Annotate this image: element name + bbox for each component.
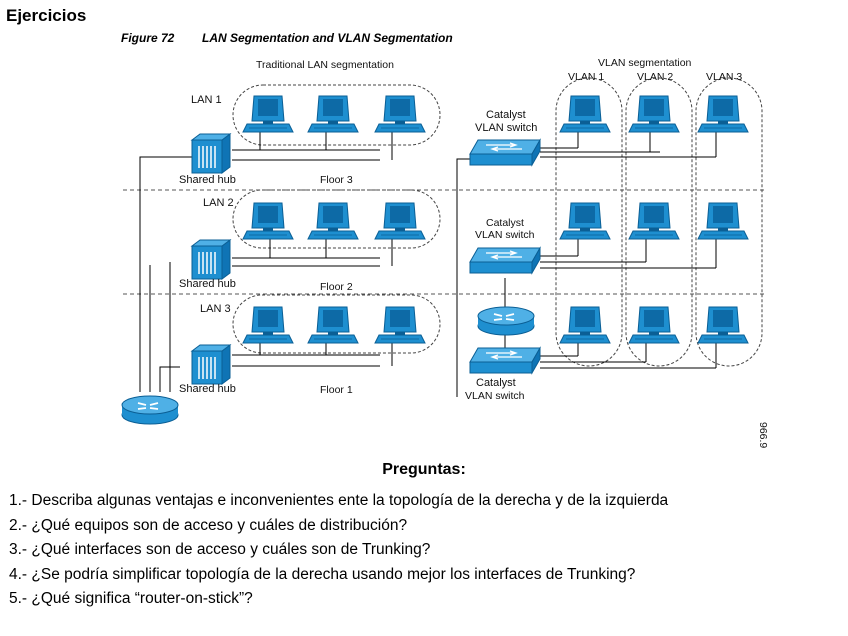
hub2-label: Shared hub	[179, 278, 236, 290]
vlan3-label: VLAN 3	[706, 71, 742, 83]
pc-icon	[374, 202, 426, 240]
switch1-line2: VLAN switch	[475, 122, 537, 134]
pc-icon	[559, 95, 611, 133]
question-item: 5.- ¿Qué significa “router-on-stick”?	[9, 590, 253, 607]
vlan-pcs	[559, 95, 749, 344]
switch3-line2: VLAN switch	[465, 390, 525, 402]
pc-icon	[697, 202, 749, 240]
pc-icon	[628, 306, 680, 344]
catalyst-switch-icon	[469, 347, 541, 374]
pc-icon	[559, 202, 611, 240]
figure-id: 966.9	[757, 422, 769, 448]
right-section-title: VLAN segmentation	[598, 57, 692, 69]
lan3-label: LAN 3	[200, 303, 231, 315]
pc-icon	[242, 95, 294, 133]
page-heading: Ejercicios	[6, 6, 87, 25]
hub1-label: Shared hub	[179, 174, 236, 186]
router-icon	[477, 306, 535, 336]
pc-icon	[307, 306, 359, 344]
vlan1-label: VLAN 1	[568, 71, 604, 83]
switch2-line2: VLAN switch	[475, 229, 535, 241]
catalyst-switch-icon	[469, 139, 541, 166]
catalyst-switch-icon	[469, 247, 541, 274]
question-item: 3.- ¿Qué interfaces son de acceso y cuál…	[9, 541, 431, 558]
pc-icon	[628, 95, 680, 133]
switch3-line1: Catalyst	[476, 377, 516, 389]
pc-icon	[307, 95, 359, 133]
lan2-pcs	[242, 202, 426, 240]
vlan1-group	[555, 77, 623, 367]
floor3-label: Floor 3	[320, 174, 353, 186]
figure-number: Figure 72	[121, 31, 175, 45]
vlan2-label: VLAN 2	[637, 71, 673, 83]
vlan3-group	[695, 77, 763, 367]
pc-icon	[559, 306, 611, 344]
pc-icon	[307, 202, 359, 240]
left-section-title: Traditional LAN segmentation	[256, 59, 394, 71]
network-diagram: Figure 72 LAN Segmentation and VLAN Segm…	[121, 31, 769, 448]
question-item: 1.- Describa algunas ventajas e inconven…	[9, 492, 669, 509]
pc-icon	[628, 202, 680, 240]
pc-icon	[374, 95, 426, 133]
pc-icon	[697, 95, 749, 133]
shared-hub-icon	[191, 133, 231, 174]
floor2-label: Floor 2	[320, 281, 353, 293]
pc-icon	[242, 202, 294, 240]
question-item: 4.- ¿Se podría simplificar topología de …	[9, 565, 636, 583]
shared-hub-icon	[191, 344, 231, 385]
lan1-group	[232, 84, 441, 146]
lan1-pcs	[242, 95, 426, 133]
pc-icon	[242, 306, 294, 344]
lan1-label: LAN 1	[191, 94, 222, 106]
floor1-label: Floor 1	[320, 384, 353, 396]
shared-hub-icon	[191, 239, 231, 280]
lan3-pcs	[242, 306, 426, 344]
figure-title: LAN Segmentation and VLAN Segmentation	[202, 31, 453, 45]
questions-list: 1.- Describa algunas ventajas e inconven…	[9, 489, 668, 612]
question-item: 2.- ¿Qué equipos son de acceso y cuáles …	[9, 516, 408, 534]
switch1-line1: Catalyst	[486, 109, 526, 121]
vlan2-group	[625, 77, 693, 367]
switch2-line1: Catalyst	[486, 217, 524, 229]
pc-icon	[697, 306, 749, 344]
questions-title: Preguntas:	[382, 461, 466, 478]
lan2-label: LAN 2	[203, 197, 234, 209]
pc-icon	[374, 306, 426, 344]
router-icon	[121, 395, 179, 425]
hub3-label: Shared hub	[179, 383, 236, 395]
